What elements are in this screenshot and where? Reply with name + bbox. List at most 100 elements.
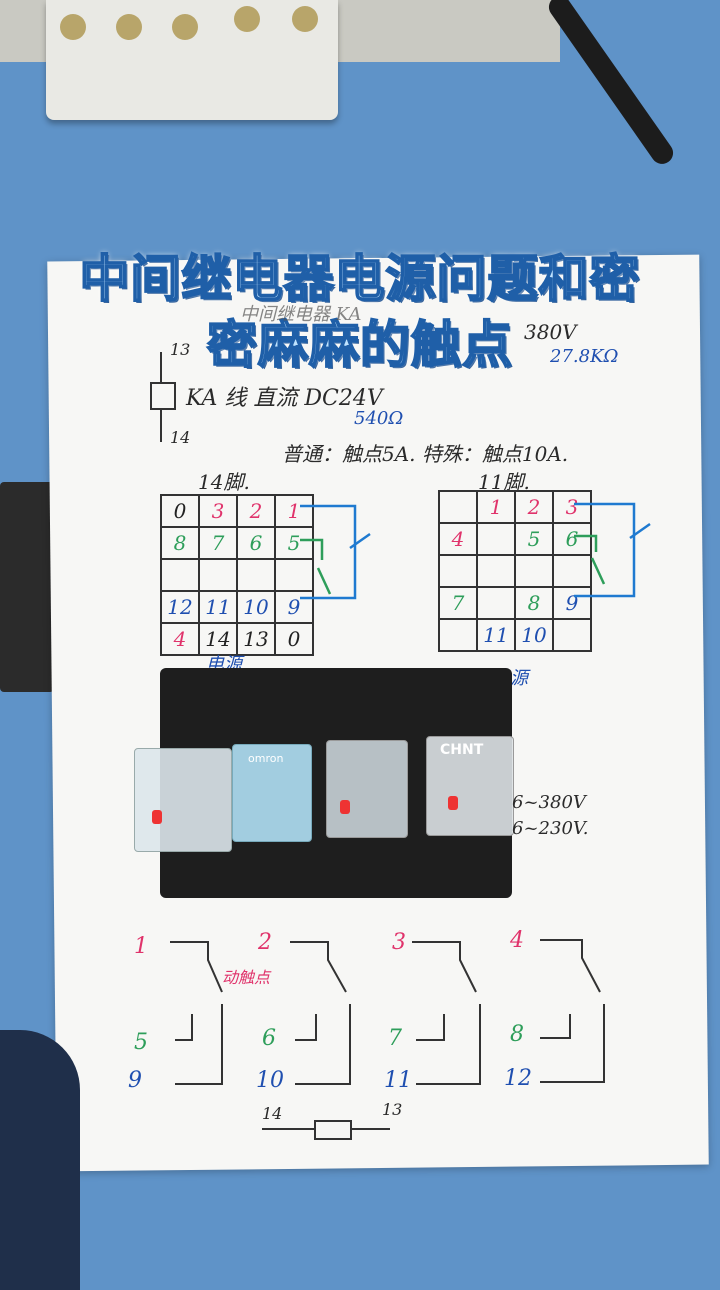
screw-icon <box>116 14 142 40</box>
grid-cell <box>198 558 238 592</box>
contact-ratings: 普通：触点5A. 特殊：触点10A. <box>282 442 569 466</box>
grid-cell: 2 <box>514 490 554 524</box>
contact-no-2: 10 <box>256 1068 284 1093</box>
contact-nc-1: 5 <box>134 1030 148 1055</box>
grid-cell: 6 <box>552 522 592 556</box>
resistance-value: 27.8KΩ <box>550 346 619 367</box>
grid-cell: 12 <box>160 590 200 624</box>
contact-common-1: 1 <box>134 934 148 959</box>
grid-cell: 10 <box>514 618 554 652</box>
grid-cell <box>438 554 478 588</box>
grid-cell: 14 <box>198 622 238 656</box>
contact-no-3: 11 <box>384 1068 412 1093</box>
grid-cell: 5 <box>274 526 314 560</box>
relay-brand-chnt: CHNT <box>440 742 484 758</box>
grid-cell: 2 <box>236 494 276 528</box>
grid-cell: 13 <box>236 622 276 656</box>
contact-common-2: 2 <box>258 930 272 955</box>
grid11-contact-wires <box>574 502 651 598</box>
grid-cell <box>438 490 478 524</box>
relay-2-omron <box>232 744 312 842</box>
grid-cell <box>160 558 200 592</box>
grid-cell: 3 <box>198 494 238 528</box>
grid-row <box>438 554 592 588</box>
screw-icon <box>234 6 260 32</box>
voltage-range-2: 6~230V. <box>512 818 589 839</box>
contact-common-4: 4 <box>510 928 524 953</box>
grid-cell: 4 <box>438 522 478 556</box>
caption-line-2: 密麻麻的触点 <box>206 315 513 375</box>
relay-brand-omron: omron <box>248 752 284 765</box>
grid-cell <box>274 558 314 592</box>
grid-cell <box>476 522 516 556</box>
moving-contact-label: 动触点 <box>222 968 271 987</box>
coil-label: KA 线 直流 DC24V <box>186 386 383 411</box>
side-relay-socket <box>0 482 54 692</box>
contact-nc-3: 7 <box>388 1026 402 1051</box>
indicator-led <box>340 800 350 814</box>
relay-4-chnt <box>426 736 514 836</box>
coil-top-pin: 13 <box>170 340 191 359</box>
grid-cell: 6 <box>236 526 276 560</box>
voltage-range-1: 6~380V <box>512 792 586 813</box>
indicator-led <box>448 796 458 810</box>
grid-cell: 0 <box>160 494 200 528</box>
screw-icon <box>292 6 318 32</box>
coil-right-pin: 13 <box>382 1100 403 1119</box>
contact-nc-4: 8 <box>510 1022 524 1047</box>
coil-symbol <box>150 382 176 410</box>
screw-icon <box>60 14 86 40</box>
contact-common-3: 3 <box>392 930 406 955</box>
fabric-corner <box>0 1030 80 1290</box>
contact-no-1: 9 <box>128 1068 142 1093</box>
grid-cell: 11 <box>476 618 516 652</box>
grid-cell: 10 <box>236 590 276 624</box>
grid-cell: 7 <box>198 526 238 560</box>
grid-cell <box>476 554 516 588</box>
grid-contact-wires <box>300 504 371 600</box>
grid-cell <box>476 586 516 620</box>
caption-line-1: 中间继电器电源问题和密 <box>79 249 641 309</box>
contact-no-4: 12 <box>504 1066 532 1091</box>
grid14-title: 14脚. <box>198 470 250 494</box>
grid-cell: 3 <box>552 490 592 524</box>
grid-cell: 1 <box>476 490 516 524</box>
contact-nc-2: 6 <box>262 1026 276 1051</box>
grid-cell <box>552 618 592 652</box>
coil-box <box>314 1120 352 1140</box>
grid-cell <box>514 554 554 588</box>
grid-cell: 0 <box>274 622 314 656</box>
contacts-diagram <box>170 939 605 1085</box>
grid-row <box>160 558 314 592</box>
grid-cell: 1 <box>274 494 314 528</box>
grid-cell: 4 <box>160 622 200 656</box>
coil-bottom-pin: 14 <box>170 428 191 447</box>
grid-cell: 5 <box>514 522 554 556</box>
indicator-led <box>152 810 162 824</box>
grid-cell: 8 <box>514 586 554 620</box>
grid-cell <box>438 618 478 652</box>
grid-cell: 9 <box>274 590 314 624</box>
cable <box>544 0 678 169</box>
grid-cell <box>552 554 592 588</box>
coil-left-pin: 14 <box>262 1104 283 1123</box>
grid-cell <box>236 558 276 592</box>
relay-1 <box>134 748 232 852</box>
grid-cell: 8 <box>160 526 200 560</box>
screw-icon <box>172 14 198 40</box>
relay-3 <box>326 740 408 838</box>
grid-cell: 7 <box>438 586 478 620</box>
header-note: 中间继电器 KA <box>240 304 362 325</box>
grid-cell: 11 <box>198 590 238 624</box>
coil-resistance: 540Ω <box>354 408 404 429</box>
